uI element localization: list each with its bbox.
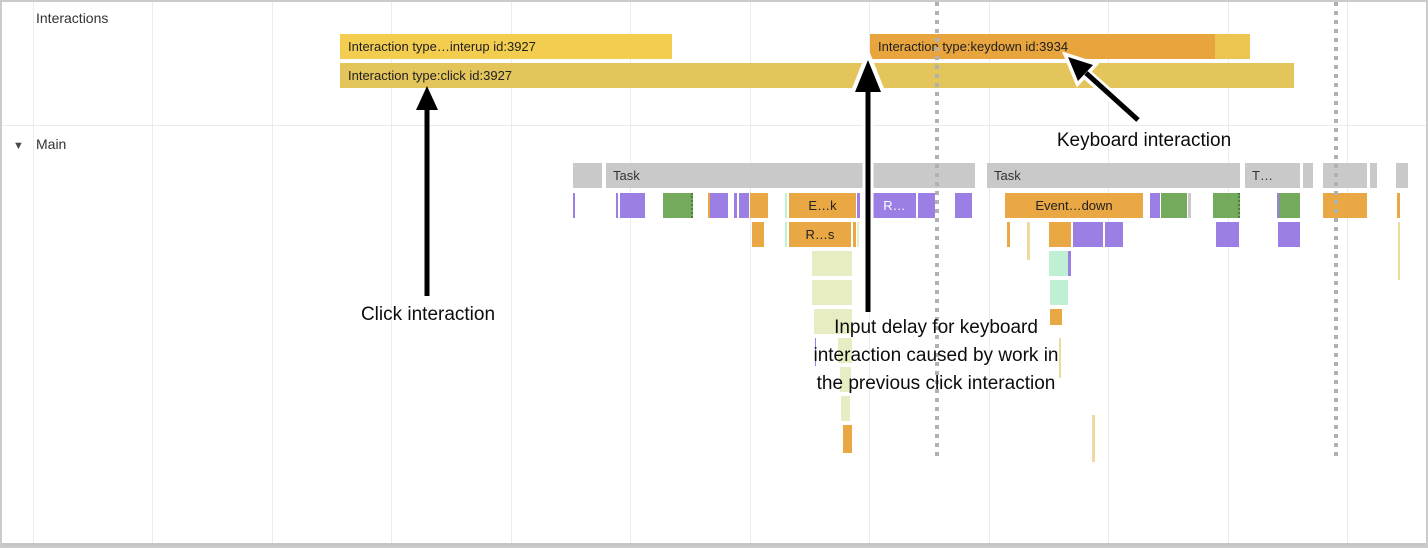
- interaction-bar-click[interactable]: Interaction type:click id:3927: [340, 63, 1294, 88]
- task-bar[interactable]: [573, 163, 602, 188]
- gridline: [511, 2, 512, 543]
- flame-segment[interactable]: [1068, 251, 1071, 276]
- flame-segment[interactable]: [814, 309, 852, 334]
- annotation-input-delay-label: Input delay for keyboard interaction cau…: [736, 314, 1136, 398]
- gridline: [152, 2, 153, 543]
- dotted-guideline: [935, 2, 939, 460]
- flame-segment[interactable]: [1092, 415, 1095, 462]
- dotted-guideline: [1334, 2, 1338, 460]
- flame-segment[interactable]: [1278, 222, 1300, 247]
- flame-segment[interactable]: E…k: [789, 193, 856, 218]
- task-bar[interactable]: Task: [606, 163, 975, 188]
- flame-segment[interactable]: [857, 193, 860, 218]
- flame-segment[interactable]: [812, 251, 852, 276]
- flame-segment[interactable]: [734, 193, 737, 218]
- gridline: [33, 2, 34, 543]
- flame-segment[interactable]: [620, 193, 645, 218]
- task-bar[interactable]: T…: [1245, 163, 1300, 188]
- flame-segment[interactable]: [918, 193, 935, 218]
- task-bar[interactable]: [1370, 163, 1377, 188]
- main-track-label: Main: [36, 136, 67, 152]
- gridline: [1228, 2, 1229, 543]
- flame-segment[interactable]: [840, 367, 851, 392]
- gridline: [1108, 2, 1109, 543]
- flame-segment[interactable]: [1216, 222, 1239, 247]
- flame-segment[interactable]: [1059, 338, 1061, 378]
- flame-segment[interactable]: [663, 193, 693, 218]
- gridline: [989, 2, 990, 543]
- flame-segment[interactable]: [843, 425, 852, 453]
- flame-segment[interactable]: [1073, 222, 1103, 247]
- flame-segment[interactable]: [739, 193, 749, 218]
- gridline: [1347, 2, 1348, 543]
- annotation-line: interaction caused by work in: [813, 345, 1059, 366]
- flame-segment[interactable]: [750, 193, 768, 218]
- flame-segment[interactable]: [616, 193, 618, 218]
- flame-segment[interactable]: [1105, 222, 1123, 247]
- gridline: [750, 2, 751, 543]
- annotation-line: the previous click interaction: [816, 373, 1056, 394]
- segment-notch: [1010, 217, 1020, 218]
- interaction-bar-keydown[interactable]: Interaction type:keydown id:3934: [870, 34, 1215, 59]
- flame-segment[interactable]: [812, 280, 852, 305]
- flame-segment[interactable]: [1279, 193, 1300, 218]
- flame-segment[interactable]: Event…down: [1005, 193, 1143, 218]
- flame-segment[interactable]: [1007, 222, 1010, 247]
- annotation-keyboard-label: Keyboard interaction: [1056, 130, 1232, 151]
- task-bar[interactable]: Task: [987, 163, 1240, 188]
- flame-segment[interactable]: [710, 193, 728, 218]
- annotation-click-label: Click interaction: [360, 304, 496, 325]
- interaction-bar-keydown-tail[interactable]: [1215, 34, 1250, 59]
- flame-segment[interactable]: [857, 222, 859, 247]
- gridline: [630, 2, 631, 543]
- flame-segment[interactable]: [1161, 193, 1187, 218]
- task-bar[interactable]: [1396, 163, 1403, 188]
- flame-segment[interactable]: R…: [873, 193, 916, 218]
- task-bar[interactable]: [1323, 163, 1367, 188]
- interactions-track-label: Interactions: [36, 10, 109, 26]
- interaction-bar-pointerup[interactable]: Interaction type…interup id:3927: [340, 34, 672, 59]
- flame-segment[interactable]: [955, 193, 972, 218]
- flame-segment[interactable]: [752, 222, 764, 247]
- annotation-line: Input delay for keyboard: [834, 317, 1038, 338]
- flame-segment[interactable]: [1150, 193, 1160, 218]
- flame-segment[interactable]: [1050, 309, 1062, 325]
- flame-segment[interactable]: R…s: [789, 222, 851, 247]
- task-bar[interactable]: [1401, 163, 1408, 188]
- track-separator: [2, 125, 1426, 126]
- flame-segment[interactable]: [815, 338, 816, 366]
- task-bar[interactable]: [1303, 163, 1313, 188]
- flame-segment[interactable]: [1027, 222, 1030, 260]
- flame-segment[interactable]: [573, 193, 575, 218]
- flame-segment[interactable]: [853, 222, 856, 247]
- flame-segment[interactable]: [838, 338, 852, 363]
- collapse-arrow-icon[interactable]: ▼: [13, 140, 24, 152]
- flame-segment[interactable]: [1323, 193, 1367, 218]
- flame-segment[interactable]: [1213, 193, 1240, 218]
- gridline: [391, 2, 392, 543]
- gridline: [272, 2, 273, 543]
- flame-segment[interactable]: [708, 193, 710, 218]
- flame-segment[interactable]: [785, 193, 787, 218]
- flame-segment[interactable]: [1049, 222, 1071, 247]
- flame-segment[interactable]: [1188, 193, 1191, 218]
- flame-segment[interactable]: [785, 222, 787, 247]
- flame-segment[interactable]: [1398, 222, 1400, 280]
- flame-segment[interactable]: [841, 396, 850, 421]
- flame-segment[interactable]: [1397, 193, 1400, 218]
- flame-segment[interactable]: [1049, 251, 1068, 276]
- flame-segment[interactable]: [1050, 280, 1068, 305]
- flame-segment[interactable]: [1277, 193, 1279, 218]
